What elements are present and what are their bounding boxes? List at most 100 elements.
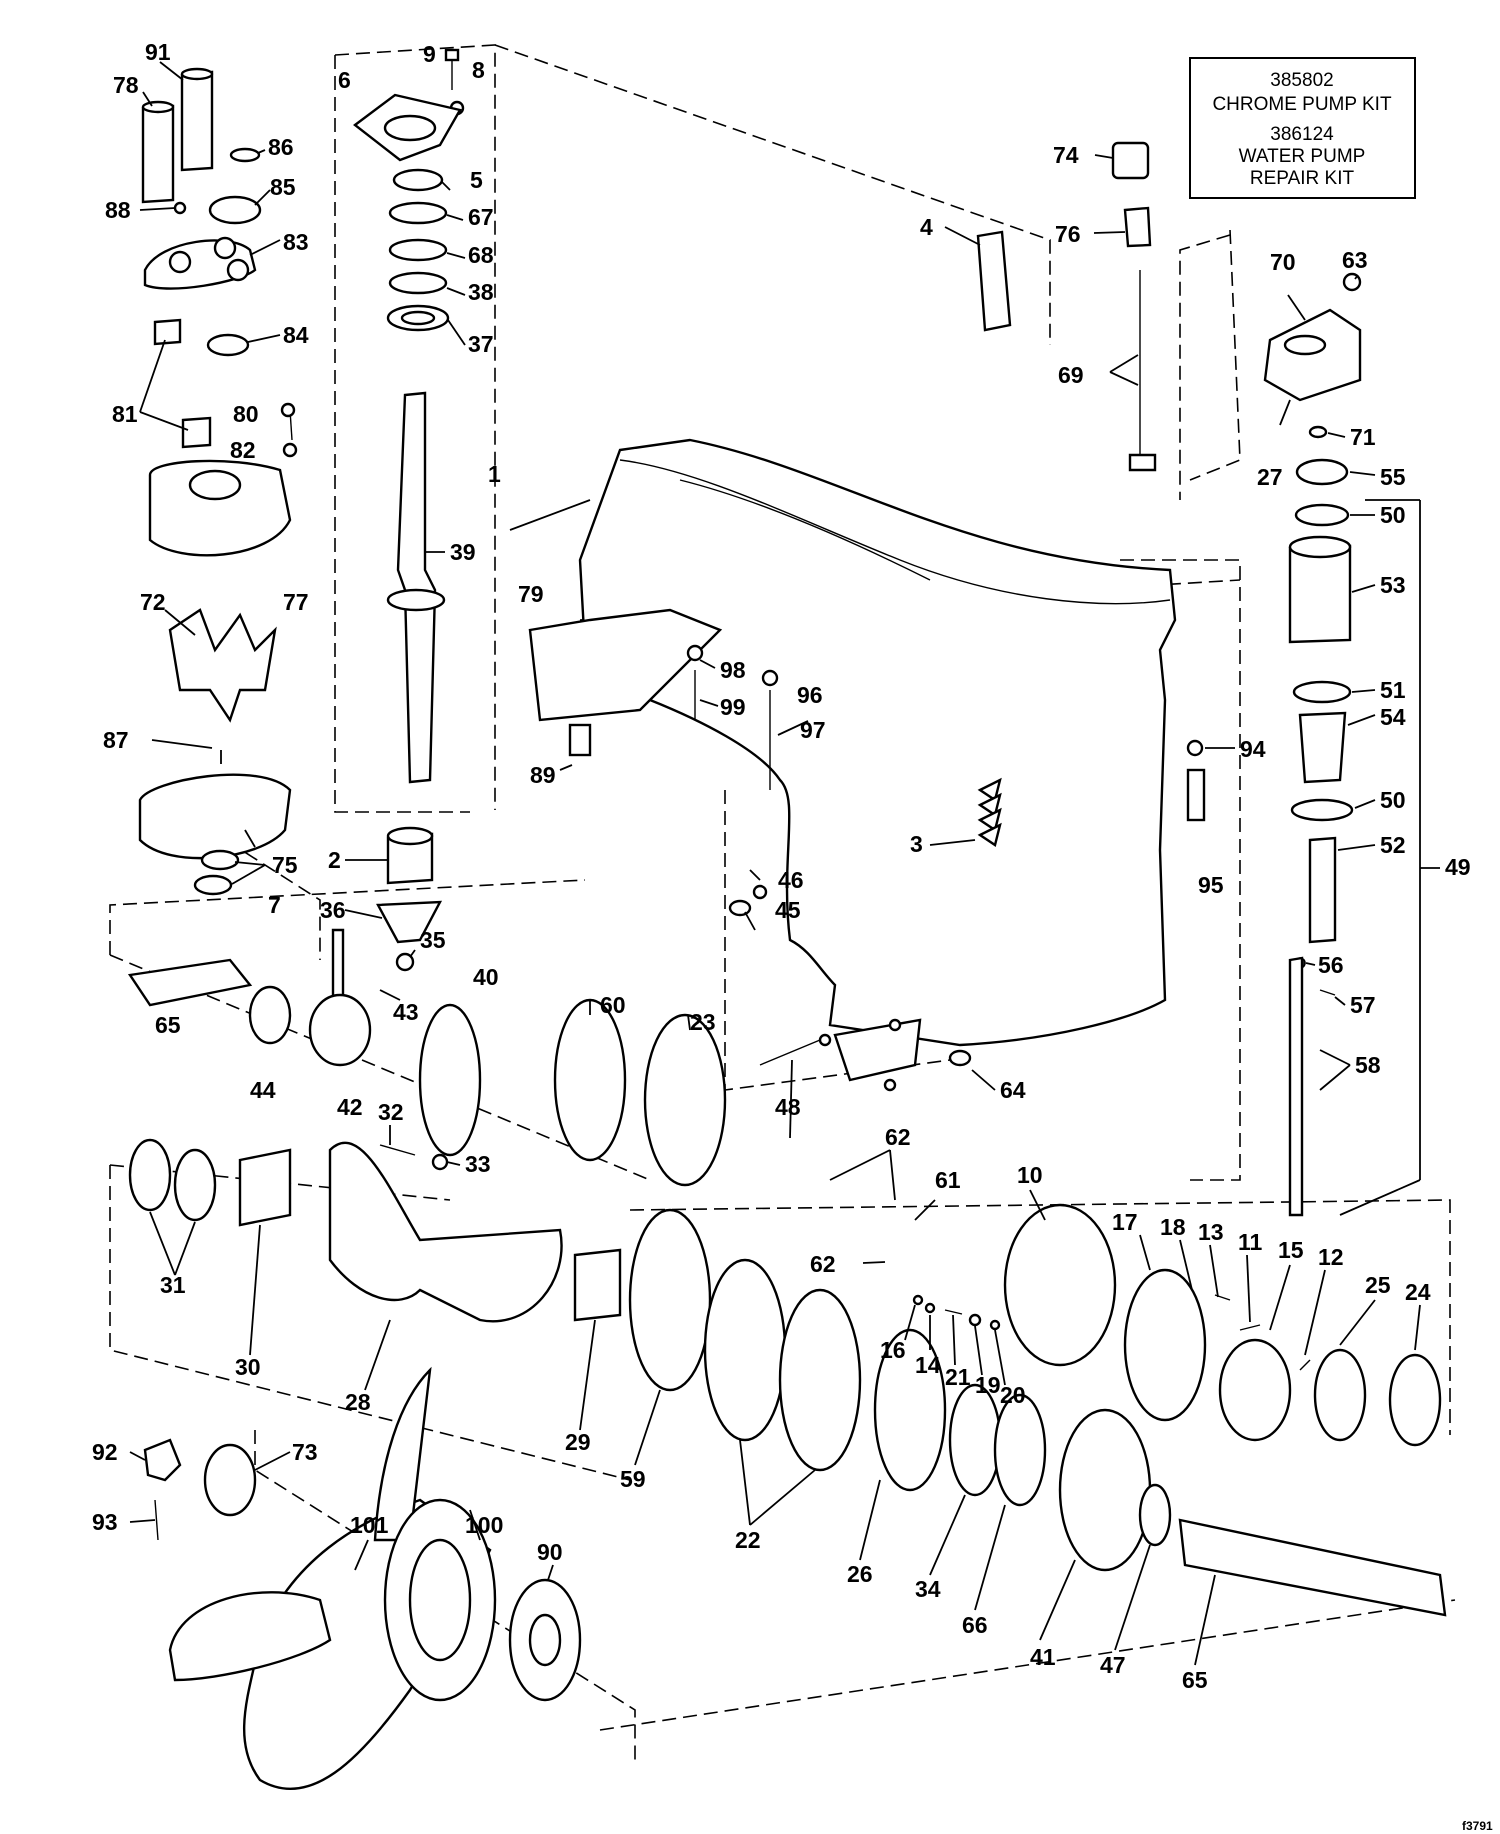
callout-59: 59 (620, 1466, 646, 1492)
retainer-15 (1218, 1338, 1292, 1442)
tube-78 (141, 104, 175, 204)
callout-19: 19 (975, 1372, 1001, 1398)
screw-89 (568, 723, 592, 757)
impeller-72 (168, 608, 277, 723)
ball-20 (989, 1319, 1001, 1331)
callout-42: 42 (337, 1094, 363, 1120)
callout-50b: 50 (1380, 787, 1406, 813)
ring-86 (229, 147, 261, 163)
water-pump-parts (138, 67, 298, 896)
callout-38: 38 (468, 279, 494, 305)
seal-55 (1295, 458, 1349, 486)
seal-84 (206, 333, 250, 357)
callout-91: 91 (145, 39, 171, 65)
pump-housing-70 (1263, 308, 1362, 402)
gear-41 (1058, 1408, 1152, 1572)
gear-10 (1003, 1203, 1117, 1367)
callout-39: 39 (450, 539, 476, 565)
callout-17: 17 (1112, 1209, 1138, 1235)
callout-28: 28 (345, 1389, 371, 1415)
callout-48: 48 (775, 1094, 801, 1120)
bearing-housing-28 (328, 1141, 563, 1323)
kit-name-1: CHROME PUMP KIT (1212, 94, 1392, 115)
seal-5 (392, 168, 444, 192)
gear-parts-lower-row (128, 1138, 1447, 1617)
spacer-73 (203, 1443, 257, 1517)
gear-40 (418, 1003, 482, 1157)
callout-2: 2 (328, 847, 341, 873)
liner-81b (181, 416, 212, 449)
screw-88 (173, 201, 187, 215)
bearing-60 (553, 998, 627, 1162)
callout-78: 78 (113, 72, 139, 98)
callout-82: 82 (230, 437, 256, 463)
callout-11: 11 (1238, 1229, 1263, 1255)
callout-12: 12 (1318, 1244, 1344, 1270)
callout-21: 21 (945, 1364, 971, 1390)
clip-25 (1313, 1348, 1367, 1442)
seal-31a (128, 1138, 172, 1212)
screw-32 (379, 1144, 416, 1156)
callout-16: 16 (880, 1337, 906, 1363)
callout-46: 46 (778, 867, 804, 893)
part-callouts: 91 78 86 88 85 83 84 81 80 82 77 72 87 7… (92, 39, 1471, 1693)
ball-16 (912, 1294, 924, 1306)
pinion-36 (376, 900, 443, 944)
callout-68: 68 (468, 242, 494, 268)
retaining-ring-22b (778, 1288, 862, 1472)
tube-91 (180, 70, 214, 172)
gearcase-1 (578, 438, 1177, 1047)
kit-number-1: 385802 (1270, 70, 1333, 91)
washer-23 (643, 1013, 727, 1187)
callout-36: 36 (320, 897, 346, 923)
nut-92 (143, 1438, 182, 1482)
gasket-7a (200, 849, 240, 871)
callout-74: 74 (1053, 142, 1079, 168)
washer-33 (431, 1153, 449, 1171)
screen-4 (976, 230, 1012, 332)
callout-96: 96 (797, 682, 823, 708)
oring-59 (628, 1208, 712, 1392)
tube-53 (1288, 544, 1352, 644)
washer-47 (1138, 1483, 1172, 1547)
oring-51 (1292, 680, 1352, 704)
callout-57: 57 (1350, 992, 1376, 1018)
washer-46 (752, 884, 768, 900)
kit-name-2a: WATER PUMP (1239, 146, 1366, 167)
callout-86: 86 (268, 134, 294, 160)
ball-62c (883, 1078, 897, 1092)
shaft-52 (1308, 836, 1337, 944)
callout-66: 66 (962, 1612, 988, 1638)
propshaft-65b (1178, 1518, 1447, 1617)
callout-56: 56 (1318, 952, 1344, 978)
callout-51: 51 (1380, 677, 1406, 703)
callout-8: 8 (472, 57, 485, 83)
callout-45: 45 (775, 897, 801, 923)
callout-62b: 62 (810, 1251, 836, 1277)
plate-75 (138, 773, 292, 860)
grommet-85 (208, 195, 262, 225)
callout-77: 77 (283, 589, 309, 615)
callout-34: 34 (915, 1576, 941, 1602)
retaining-ring-22a (703, 1258, 787, 1442)
callout-44: 44 (250, 1077, 276, 1103)
kit-number-2: 386124 (1270, 124, 1334, 145)
grommet-71 (1308, 425, 1328, 439)
kit-name-2b: REPAIR KIT (1250, 168, 1355, 189)
callout-64: 64 (1000, 1077, 1026, 1103)
gasket-7b (193, 874, 233, 896)
callout-94: 94 (1240, 736, 1266, 762)
callout-29: 29 (565, 1429, 591, 1455)
callout-50a: 50 (1380, 502, 1406, 528)
washer-94 (1186, 739, 1204, 757)
callout-61: 61 (935, 1167, 961, 1193)
callout-60: 60 (600, 992, 626, 1018)
callout-100: 100 (465, 1512, 503, 1538)
callout-63: 63 (1342, 247, 1368, 273)
callout-65a: 65 (155, 1012, 181, 1038)
callout-5: 5 (470, 167, 483, 193)
callout-14: 14 (915, 1352, 941, 1378)
callout-95: 95 (1198, 872, 1224, 898)
gearcase-housing (528, 141, 1206, 1067)
